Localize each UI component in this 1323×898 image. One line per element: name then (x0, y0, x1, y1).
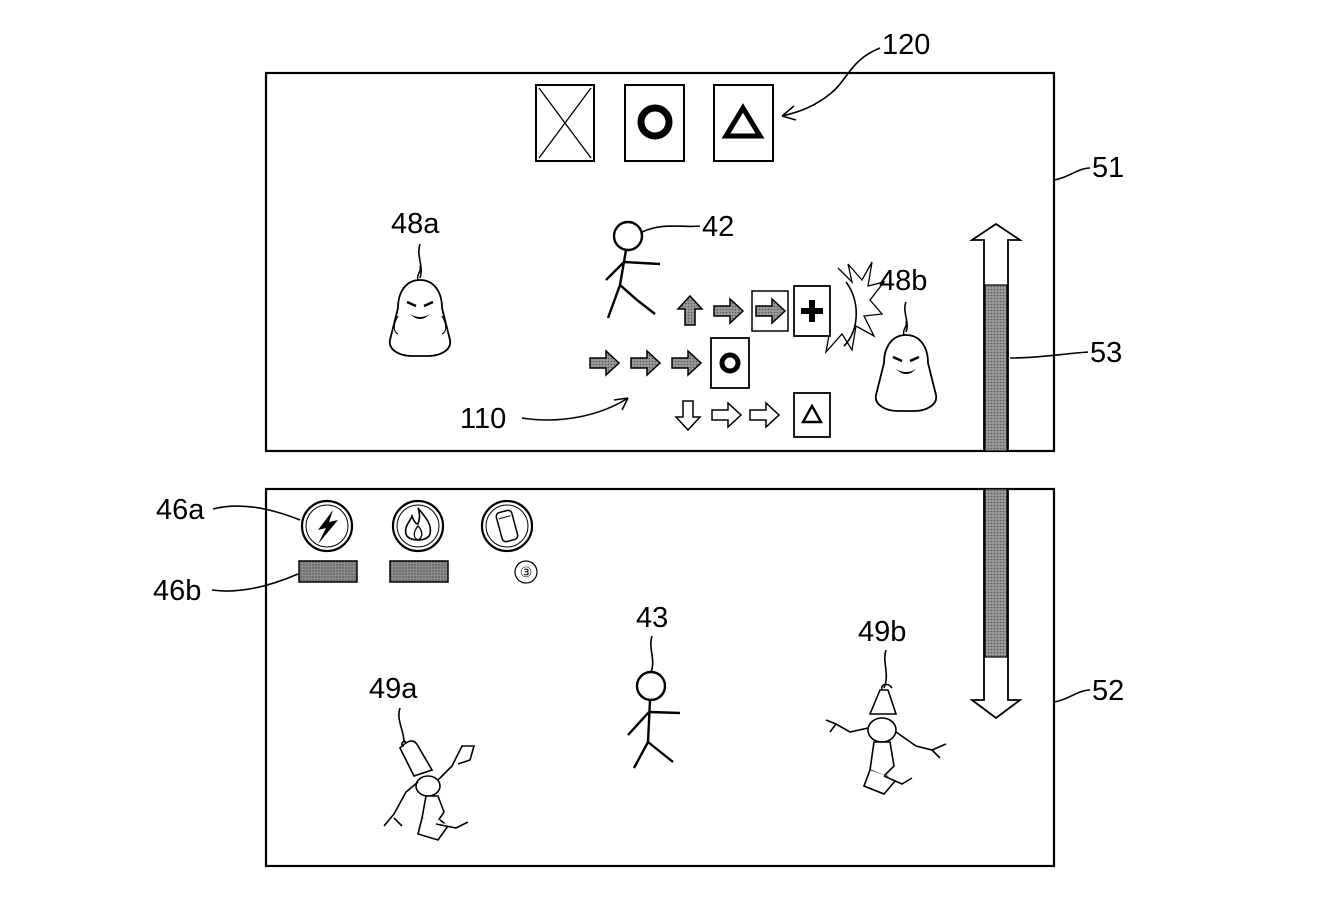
leader-46a (212, 505, 301, 521)
player-character-43 (627, 670, 681, 769)
skill-icons: ③ (300, 499, 538, 584)
flame-icon (404, 507, 432, 541)
leader-110 (521, 397, 629, 421)
enemy-elf-b (825, 683, 947, 795)
reference-labels: 120 51 48a 42 48b 53 110 46a 46b 43 49b (153, 29, 1124, 743)
skill-lightning[interactable] (300, 499, 354, 553)
triangle-icon (721, 103, 765, 139)
shared-gauge (969, 222, 1023, 452)
leader-42 (641, 225, 701, 233)
upper-screen-frame (264, 71, 1056, 453)
lightning-icon (318, 510, 338, 544)
cross-box-button[interactable] (535, 84, 595, 162)
ref-46b: 46b (153, 575, 201, 607)
leader-48a (418, 243, 422, 279)
leader-48b (904, 301, 908, 333)
skill-gauge-1 (298, 560, 358, 583)
ref-110: 110 (460, 403, 506, 435)
ref-48a: 48a (391, 208, 440, 240)
gauge-fill-upper (984, 284, 1008, 452)
upper-screen (264, 71, 1056, 453)
sequence-row (676, 285, 831, 337)
ref-43: 43 (636, 602, 668, 634)
ref-42: 42 (702, 211, 734, 243)
leader-51 (1053, 167, 1091, 181)
item-count-badge (514, 560, 538, 584)
ref-49b: 49b (858, 616, 906, 648)
ref-51: 51 (1092, 152, 1124, 184)
triangle-button[interactable] (713, 84, 774, 162)
circle-icon (637, 104, 673, 140)
item-count-text: ③ (520, 564, 533, 580)
enemy-ghost-a (388, 265, 452, 357)
right-arrow-icon (755, 297, 787, 325)
leader-49a (398, 707, 405, 743)
sequence-row (589, 337, 750, 389)
ref-120: 120 (882, 29, 930, 61)
command-panel (535, 84, 774, 162)
circle-button[interactable] (624, 84, 685, 162)
lower-screen: ③ (264, 487, 1056, 868)
leader-46b (211, 573, 299, 592)
ref-52: 52 (1092, 675, 1124, 707)
ref-49a: 49a (369, 673, 418, 705)
right-arrow-icon (671, 349, 703, 377)
sequence-end-button (710, 337, 750, 389)
circle-icon (719, 352, 741, 374)
shared-gauge-lower (969, 488, 1023, 720)
gauge-fill-lower (984, 488, 1008, 658)
player-character-42 (605, 220, 661, 319)
leader-53 (1009, 351, 1089, 359)
sequence-row (674, 392, 831, 438)
ref-48b: 48b (879, 265, 927, 297)
down-arrow-icon (674, 400, 702, 432)
triangle-icon (800, 403, 824, 424)
lower-screen-frame (264, 487, 1056, 868)
right-arrow-icon (630, 349, 662, 377)
skill-gauges (298, 560, 449, 583)
right-arrow-icon (589, 349, 621, 377)
right-arrow-icon (711, 401, 743, 429)
up-arrow-icon (676, 294, 704, 326)
leader-49b (883, 649, 888, 689)
skill-canister[interactable]: ③ (480, 499, 538, 584)
skill-flame[interactable] (391, 499, 445, 553)
ref-46a: 46a (156, 494, 205, 526)
ref-53: 53 (1090, 337, 1122, 369)
input-sequence (589, 285, 831, 438)
enemy-ghost-b (874, 320, 938, 412)
canister-icon (495, 509, 519, 543)
leader-120 (781, 47, 881, 117)
right-arrow-icon (713, 297, 745, 325)
sequence-end-button (793, 392, 831, 438)
skill-gauge-2 (389, 560, 449, 583)
plus-icon (801, 300, 823, 322)
leader-52 (1053, 689, 1091, 703)
hit-effect (824, 261, 886, 355)
leader-43 (650, 635, 654, 673)
right-arrow-icon (749, 401, 781, 429)
enemy-elf-a (383, 740, 476, 841)
